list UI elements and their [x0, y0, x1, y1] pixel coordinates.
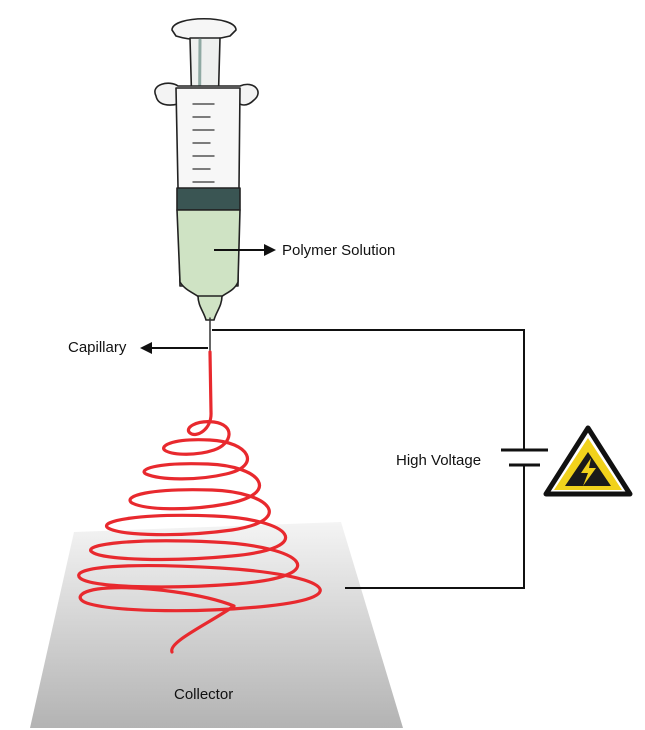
polymer-solution-fill	[176, 209, 241, 301]
syringe-tip	[197, 295, 223, 321]
polymer-arrow	[214, 244, 276, 256]
syringe-icon	[154, 17, 259, 351]
battery-symbol-icon	[501, 448, 548, 467]
lightning-bolt	[581, 458, 596, 486]
plunger-head	[171, 17, 237, 41]
plunger-seal	[176, 187, 241, 211]
circuit-wires	[212, 329, 525, 589]
collector-label: Collector	[174, 686, 234, 703]
wire-top	[212, 329, 525, 450]
capillary-label: Capillary	[68, 339, 127, 356]
high-voltage-label: High Voltage	[396, 452, 482, 469]
polymer-solution-label: Polymer Solution	[282, 242, 396, 259]
capillary-arrow	[140, 342, 208, 354]
wire-bottom	[345, 464, 525, 589]
fiber-jet	[77, 350, 322, 654]
high-voltage-warning-icon	[543, 425, 633, 497]
collector-plate	[30, 522, 403, 728]
graduation-marks	[192, 103, 215, 183]
